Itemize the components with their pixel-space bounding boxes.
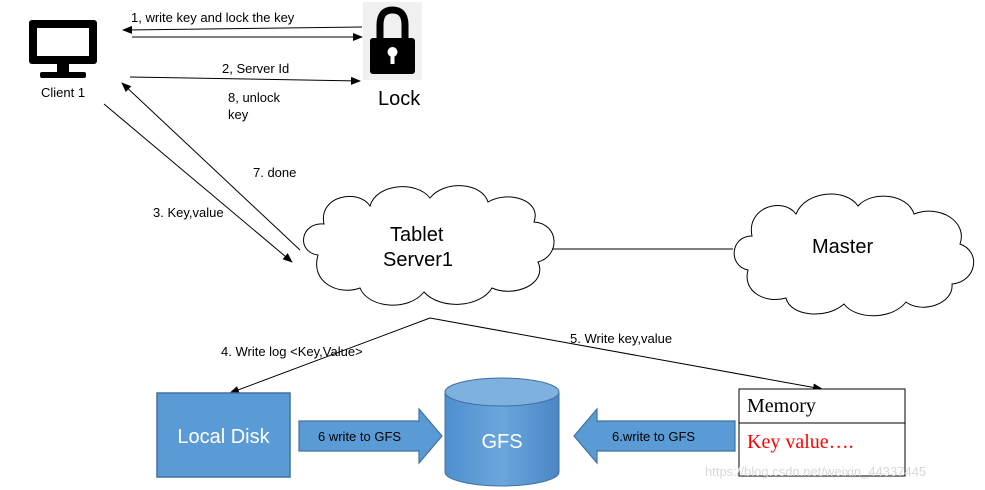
edge-label-8-line1: 8, unlock	[228, 90, 281, 105]
memory-table	[738, 388, 906, 477]
arrow-7	[121, 82, 301, 251]
memory-label: Memory	[747, 395, 816, 417]
arrow-2	[129, 76, 361, 85]
lock-icon	[363, 2, 422, 80]
arrow-3	[103, 103, 293, 263]
edge-label-4: 4. Write log <Key,Value>	[221, 344, 363, 359]
local-disk-box	[156, 392, 291, 478]
edge-label-8-line2: key	[228, 107, 249, 122]
edge-label-6a: 6 write to GFS	[318, 429, 401, 444]
computer-icon	[29, 20, 97, 78]
master-label: Master	[812, 236, 873, 258]
watermark: https://blog.csdn.net/weixin_44337445	[705, 464, 926, 479]
memory-entry: Key value….	[747, 431, 854, 453]
lock-label: Lock	[378, 88, 421, 110]
edge-label-1: 1, write key and lock the key	[131, 10, 295, 25]
master-cloud	[733, 193, 975, 317]
arrow-1	[122, 25, 363, 34]
block-arrow-left	[298, 407, 443, 465]
edge-label-6b: 6.write to GFS	[612, 429, 695, 444]
arrow-4	[229, 317, 431, 394]
gfs-cylinder	[444, 377, 560, 487]
tablet-server-label-line1: Tablet	[390, 224, 444, 246]
local-disk-label: Local Disk	[177, 426, 270, 448]
client-label: Client 1	[41, 85, 85, 100]
edge-label-2: 2, Server Id	[222, 61, 289, 76]
edge-label-3: 3. Key,value	[153, 205, 224, 220]
block-arrow-right	[573, 407, 736, 465]
gfs-label: GFS	[481, 431, 522, 453]
edge-label-5: 5. Write key,value	[570, 331, 672, 346]
edge-label-7: 7. done	[253, 165, 296, 180]
tablet-server-label-line2: Server1	[383, 249, 453, 271]
tablet-server-cloud	[303, 185, 555, 306]
arrow-5	[429, 317, 823, 392]
